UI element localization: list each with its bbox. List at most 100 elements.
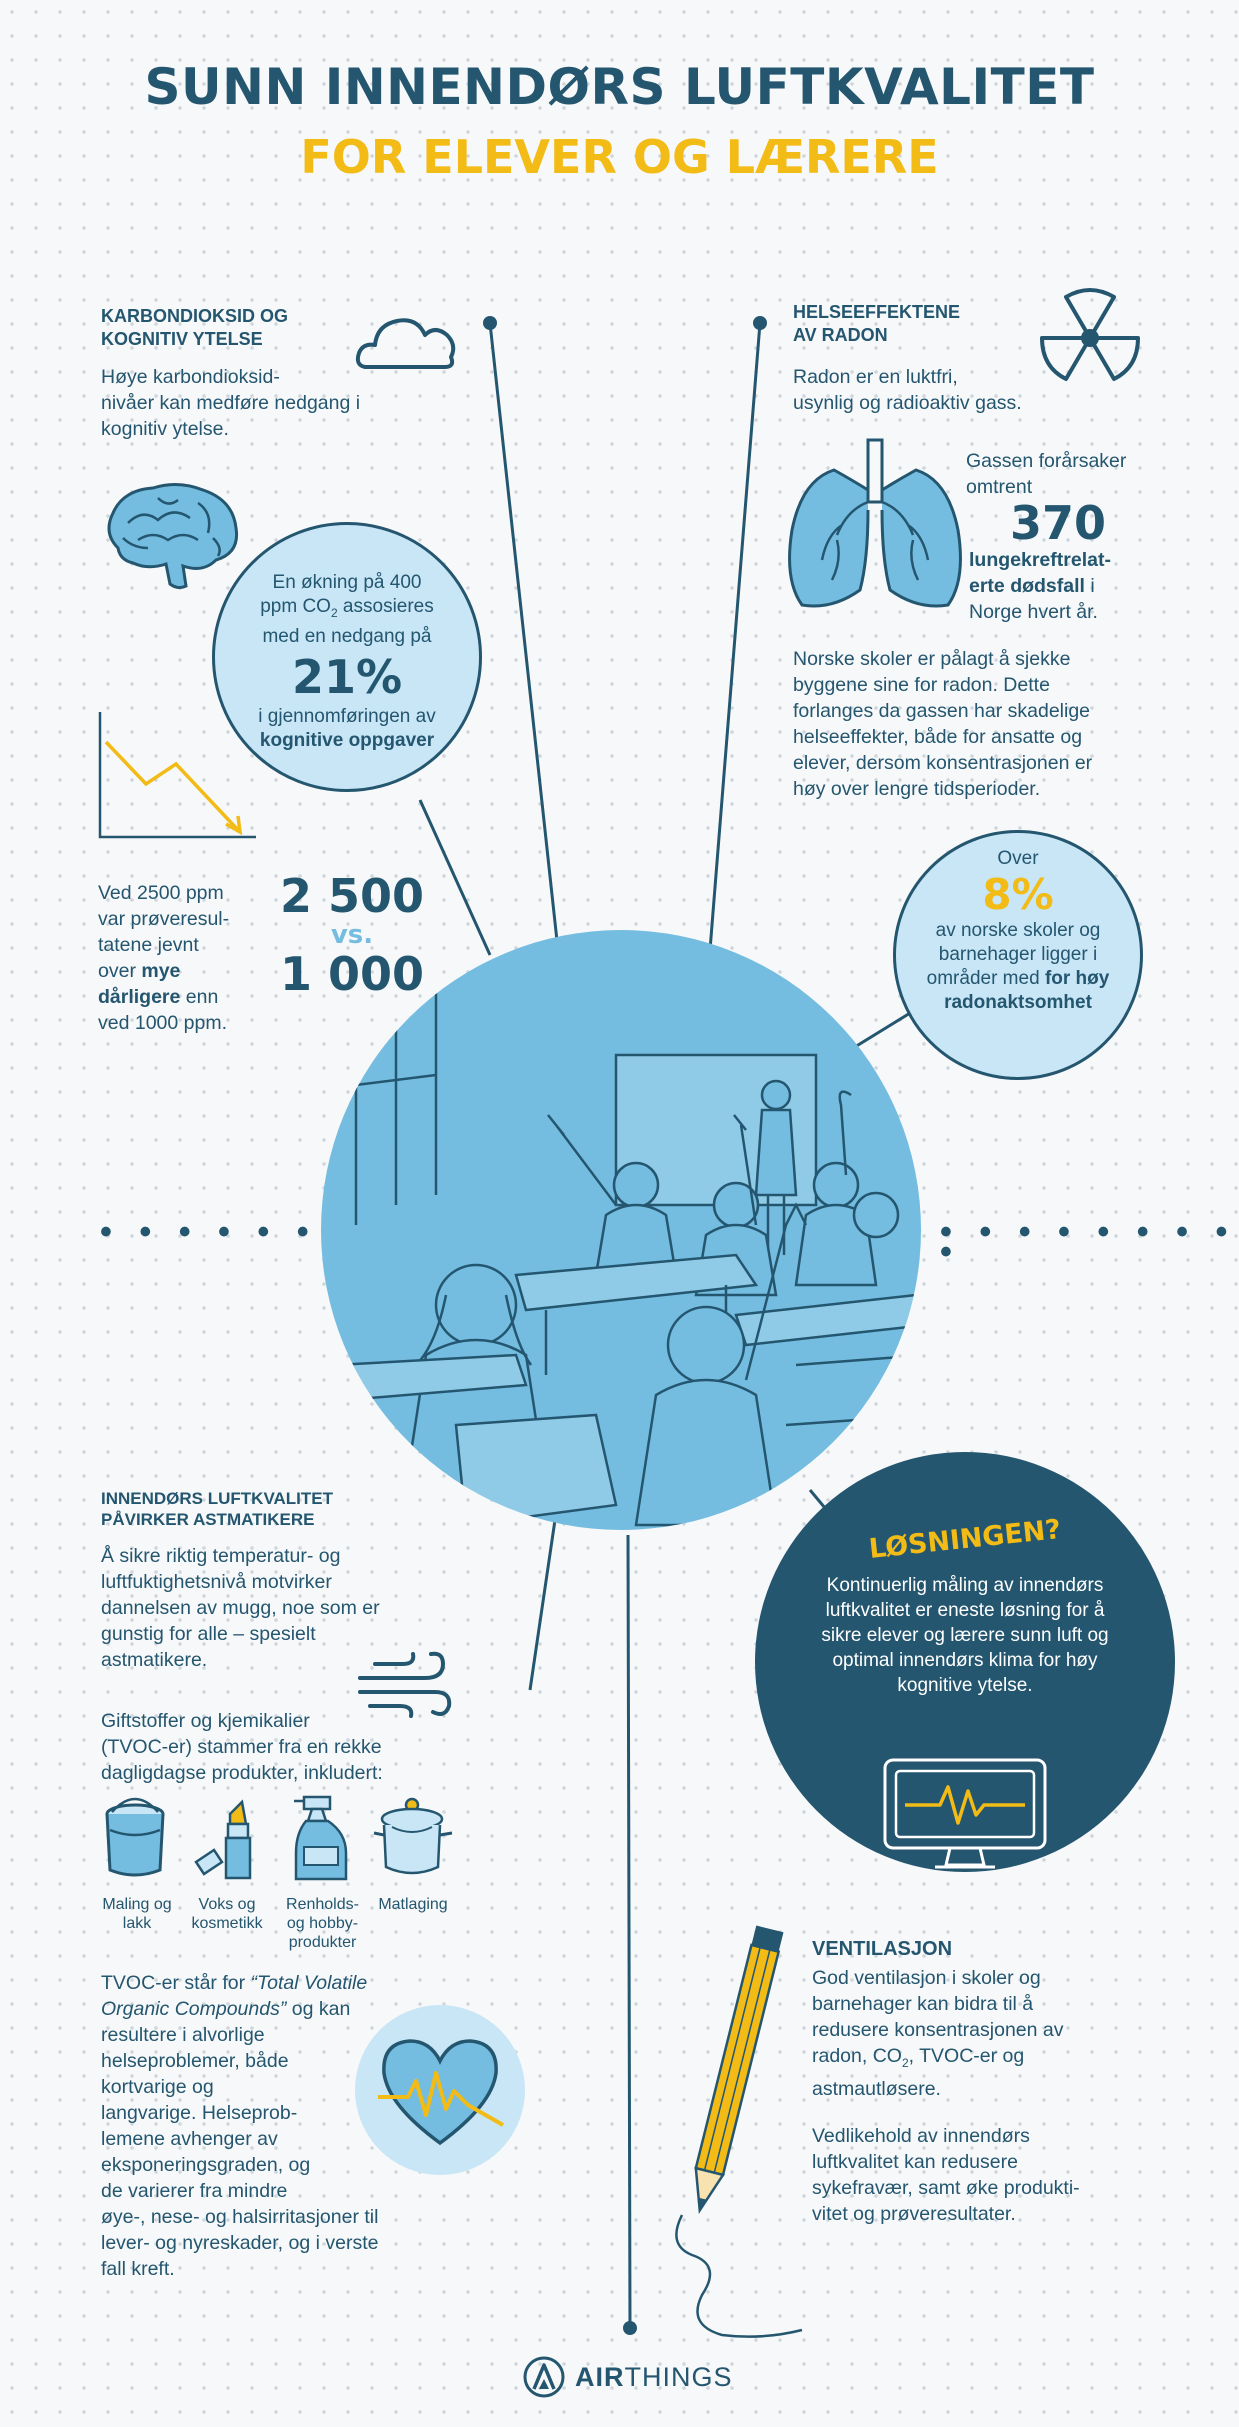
- tvoc-line12: fall kreft.: [101, 2258, 175, 2280]
- page-title: SUNN INNENDØRS LUFTKVALITET: [144, 58, 1095, 116]
- co2-text: Høye karbondioksid- nivåer kan medføre n…: [101, 364, 360, 442]
- asthma-para2: Giftstoffer og kjemikalier (TVOC-er) sta…: [101, 1708, 383, 1786]
- lungs-icon: [788, 438, 962, 608]
- cloud-icon: [355, 318, 456, 369]
- ppm-line2: var prøveresul-: [98, 908, 230, 930]
- tvoc-line8: eksponeringsgraden, og: [101, 2154, 311, 2176]
- radon-heading-line2: AV RADON: [793, 325, 888, 345]
- product-cleaning-line3: produkter: [288, 1934, 357, 1951]
- ppm-line6: ved 1000 ppm.: [98, 1012, 228, 1034]
- radon-circle-line4: radonaktsomhet: [944, 992, 1092, 1013]
- co2-circle-line1: En økning på 400: [272, 572, 422, 593]
- radon-text-line2: usynlig og radioaktiv gass.: [793, 392, 1022, 414]
- paint-can-icon: [105, 1797, 165, 1877]
- product-paint-line2: lakk: [122, 1915, 152, 1932]
- radon-circle-too-high: for høy: [1044, 968, 1110, 989]
- co2-circle-sub: 2: [330, 605, 338, 620]
- asthma-p2-line3: dagligdagse produkter, inkludert:: [101, 1762, 383, 1784]
- co2-text-line1: Høye karbondioksid-: [101, 366, 280, 388]
- radon-bold-line2: erte dødsfall i: [969, 573, 1169, 599]
- ventilation-para1: God ventilasjon i skoler og barnehager k…: [812, 1965, 1064, 2102]
- solution-line2: luftkvalitet er eneste løsning for å: [825, 1600, 1105, 1621]
- tvoc-line3: resultere i alvorlige: [101, 2024, 265, 2046]
- tvoc-line1-a: TVOC-er står for: [101, 1972, 251, 1994]
- ppm-line4: over mye: [98, 958, 229, 984]
- radon-circle-areas: områder med: [926, 968, 1045, 989]
- radon-circle-line1: av norske skoler og: [935, 920, 1101, 941]
- wind-icon: [358, 1651, 452, 1718]
- radon-para-line1: Norske skoler er pålagt å sjekke: [793, 648, 1071, 670]
- vent-b-line1: Vedlikehold av innendørs: [812, 2125, 1030, 2147]
- monitor-icon: [883, 1758, 1047, 1869]
- solution-line4: optimal innendørs klima for høy: [832, 1650, 1098, 1671]
- spray-bottle-icon: [294, 1795, 348, 1881]
- product-paint-line1: Maling og: [102, 1896, 172, 1913]
- ppm-num1: 2 500: [279, 869, 425, 923]
- cooking-pot-icon: [373, 1797, 453, 1875]
- product-cleaning-line2: og hobby-: [286, 1915, 359, 1932]
- tvoc-line4: helseproblemer, både: [101, 2050, 289, 2072]
- product-label-paint: Maling og lakk: [92, 1895, 182, 1933]
- co2-heading-line1: KARBONDIOKSID OG: [101, 306, 289, 326]
- ppm-vs: vs.: [330, 920, 374, 950]
- solution-line5: kognitive ytelse.: [897, 1675, 1033, 1696]
- vent-a-tvoc: , TVOC-er og: [908, 2045, 1025, 2067]
- tvoc-line2-b: og kan: [286, 1998, 351, 2020]
- co2-text-line2: nivåer kan medføre nedgang i: [101, 392, 361, 414]
- asthma-heading-line1: INNENDØRS LUFTKVALITET: [101, 1489, 334, 1508]
- product-label-wax: Voks og kosmetikk: [182, 1895, 272, 1933]
- solution-line1: Kontinuerlig måling av innendørs: [826, 1575, 1104, 1596]
- asthma-p1-line2: luftfuktighetsnivå motvirker: [101, 1571, 332, 1593]
- radon-para-line4: helseeffekter, både for ansatte og: [793, 726, 1083, 748]
- radon-gas-line2: omtrent: [966, 476, 1033, 498]
- ppm-line3: tatene jevnt: [98, 934, 199, 956]
- airthings-logo-icon: [523, 2356, 565, 2398]
- co2-circle-bold: kognitive oppgaver: [259, 729, 435, 751]
- co2-circle-line2: ppm CO2 assosieres: [215, 595, 479, 625]
- tvoc-line1-b: “Total Volatile: [250, 1972, 368, 1994]
- solution-line3: sikre elever og lærere sunn luft og: [821, 1625, 1109, 1646]
- ppm-mye: mye: [141, 960, 181, 982]
- radon-paragraph: Norske skoler er pålagt å sjekke byggene…: [793, 646, 1092, 802]
- co2-circle-percent: 21%: [291, 649, 403, 704]
- airthings-wordmark: AIRTHINGS: [575, 2362, 733, 2393]
- vent-a-line2: barnehager kan bidra til å: [812, 1993, 1034, 2015]
- asthma-heading-line2: PÅVIRKER ASTMATIKERE: [101, 1510, 315, 1529]
- brand-things: THINGS: [624, 2362, 733, 2392]
- radon-circle-percent: 8%: [982, 870, 1054, 919]
- declining-chart-icon: [98, 712, 256, 839]
- radon-circle-over: Over: [997, 848, 1039, 869]
- product-cooking-line1: Matlaging: [378, 1896, 448, 1913]
- ventilation-para2: Vedlikehold av innendørs luftkvalitet ka…: [812, 2123, 1080, 2227]
- co2-text-line3: kognitiv ytelse.: [101, 418, 229, 440]
- vent-b-line3: sykefravær, samt øke produkti-: [812, 2177, 1080, 2199]
- radon-gas-line1: Gassen forårsaker: [966, 450, 1127, 472]
- brand-air: AIR: [575, 2362, 625, 2392]
- co2-heading-line2: KOGNITIV YTELSE: [101, 329, 263, 349]
- tvoc-line10: øye-, nese- og halsirritasjoner til: [101, 2206, 379, 2228]
- radon-deaths-number: 370: [1010, 496, 1107, 550]
- radon-text-line1: Radon er en luktfri,: [793, 366, 958, 388]
- classroom-illustration: [321, 930, 921, 1530]
- product-label-cooking: Matlaging: [368, 1895, 458, 1914]
- product-wax-line1: Voks og: [198, 1896, 256, 1913]
- vent-a-line4: radon, CO2, TVOC-er og: [812, 2043, 1064, 2076]
- radon-stat-circle: Over 8% av norske skoler og barnehager l…: [893, 830, 1143, 1080]
- co2-circle-line4: i gjennomføringen av: [258, 705, 436, 727]
- tvoc-line6: langvarige. Helseprob-: [101, 2102, 298, 2124]
- vent-a-line3: redusere konsentrasjonen av: [812, 2019, 1064, 2041]
- pencil-icon: [675, 1925, 803, 2338]
- ppm-line1: Ved 2500 ppm: [98, 882, 224, 904]
- solution-title: LØSNINGEN?: [867, 1514, 1063, 1565]
- radon-heading: HELSEEFFEKTENE AV RADON: [793, 301, 960, 347]
- radon-text: Radon er en luktfri, usynlig og radioakt…: [793, 364, 1022, 416]
- tvoc-line2-a: Organic Compounds”: [101, 1998, 287, 2020]
- tvoc-line11: lever- og nyreskader, og i verste: [101, 2232, 379, 2254]
- vent-b-line2: luftkvalitet kan redusere: [812, 2151, 1018, 2173]
- asthma-heading: INNENDØRS LUFTKVALITET PÅVIRKER ASTMATIK…: [101, 1488, 333, 1530]
- vent-b-line4: vitet og prøveresultater.: [812, 2203, 1016, 2225]
- radon-para-line2: byggene sine for radon. Dette: [793, 674, 1050, 696]
- page-subtitle: FOR ELEVER OG LÆRERE: [300, 130, 939, 184]
- radon-para-line6: høy over lengre tidsperioder.: [793, 778, 1041, 800]
- dotted-line-right: • • • • • • • • •: [940, 1213, 1237, 1271]
